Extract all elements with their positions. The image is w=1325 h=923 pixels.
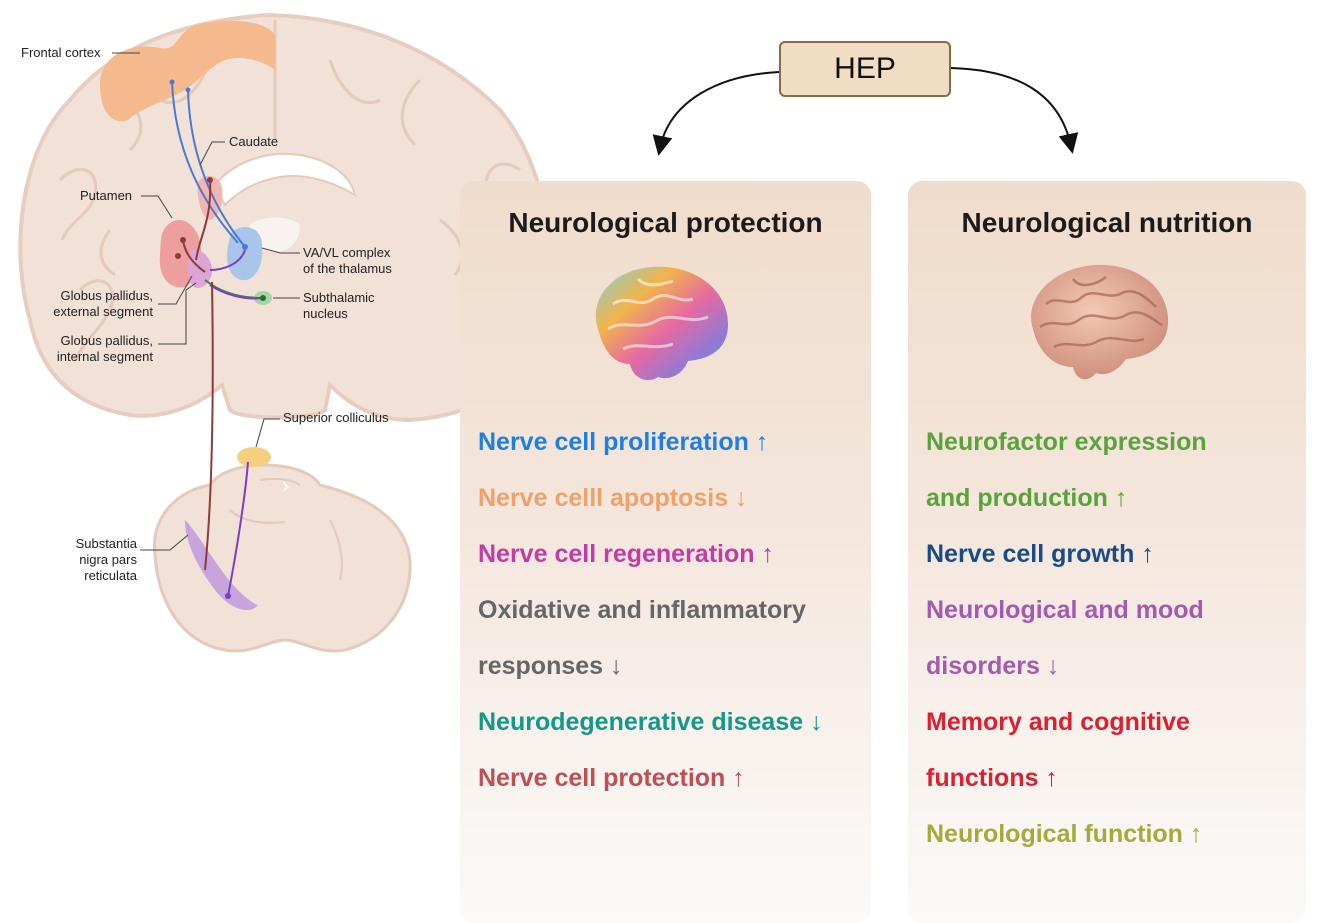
- label-snr-line3: reticulata: [84, 568, 138, 583]
- protection-effects-list: Nerve cell proliferation ↑ Nerve celll a…: [478, 414, 861, 806]
- nutrition-line-2: and production ↑: [926, 484, 1128, 512]
- nutrition-line-3: Nerve cell growth ↑: [926, 540, 1154, 568]
- realistic-brain-image: [1031, 264, 1169, 380]
- protection-line-4: Oxidative and inflammatory: [478, 596, 806, 624]
- protection-line-3: Nerve cell regeneration ↑: [478, 540, 774, 568]
- protection-line-7: Nerve cell protection ↑: [478, 764, 745, 792]
- nutrition-line-6: Memory and cognitive: [926, 708, 1190, 736]
- label-putamen: Putamen: [80, 188, 132, 203]
- arrow-to-nutrition: [950, 67, 1079, 154]
- protection-line-2: Nerve celll apoptosis ↓: [478, 484, 748, 512]
- panel-title: Neurological protection: [508, 207, 823, 238]
- brainstem-section: [152, 447, 412, 653]
- nutrition-line-5: disorders ↓: [926, 652, 1060, 680]
- label-leaders: [112, 52, 300, 551]
- label-thalamus-line1: VA/VL complex: [303, 245, 391, 260]
- nutrition-line-1: Neurofactor expression: [926, 428, 1207, 456]
- nutrition-line-7: functions ↑: [926, 764, 1058, 792]
- hep-box: HEP: [779, 41, 951, 97]
- nutrition-effects-list: Neurofactor expression and production ↑ …: [926, 414, 1296, 862]
- label-gpe-line2: external segment: [53, 304, 153, 319]
- protection-line-5: responses ↓: [478, 652, 623, 680]
- label-frontal-cortex: Frontal cortex: [21, 45, 101, 60]
- neurological-protection-panel: Neurological protection Nerve cell proli…: [460, 181, 871, 923]
- label-thalamus-line2: of the thalamus: [303, 261, 392, 276]
- neurological-nutrition-panel: Neurological nutrition Neurofactor expre…: [908, 181, 1306, 923]
- arrow-to-protection: [652, 71, 780, 156]
- nutrition-line-8: Neurological function ↑: [926, 820, 1203, 848]
- label-stn-line2: nucleus: [303, 306, 348, 321]
- anatomy-labels: Frontal cortex Caudate Putamen VA/VL com…: [21, 45, 392, 583]
- label-gpi-line2: internal segment: [57, 349, 153, 364]
- protection-line-1: Nerve cell proliferation ↑: [478, 428, 769, 456]
- protection-line-6: Neurodegenerative disease ↓: [478, 708, 823, 736]
- nutrition-line-4: Neurological and mood: [926, 596, 1204, 624]
- label-snr-line2: nigra pars: [79, 552, 137, 567]
- label-snr-line1: Substantia: [76, 536, 138, 551]
- label-superior-colliculus: Superior colliculus: [283, 410, 389, 425]
- label-gpi-line1: Globus pallidus,: [61, 333, 154, 348]
- label-stn-line1: Subthalamic: [303, 290, 375, 305]
- label-gpe-line1: Globus pallidus,: [61, 288, 154, 303]
- colorful-brain-image: [595, 266, 728, 381]
- label-caudate: Caudate: [229, 134, 278, 149]
- panel-title: Neurological nutrition: [961, 207, 1253, 238]
- neural-pathways: [169, 79, 266, 599]
